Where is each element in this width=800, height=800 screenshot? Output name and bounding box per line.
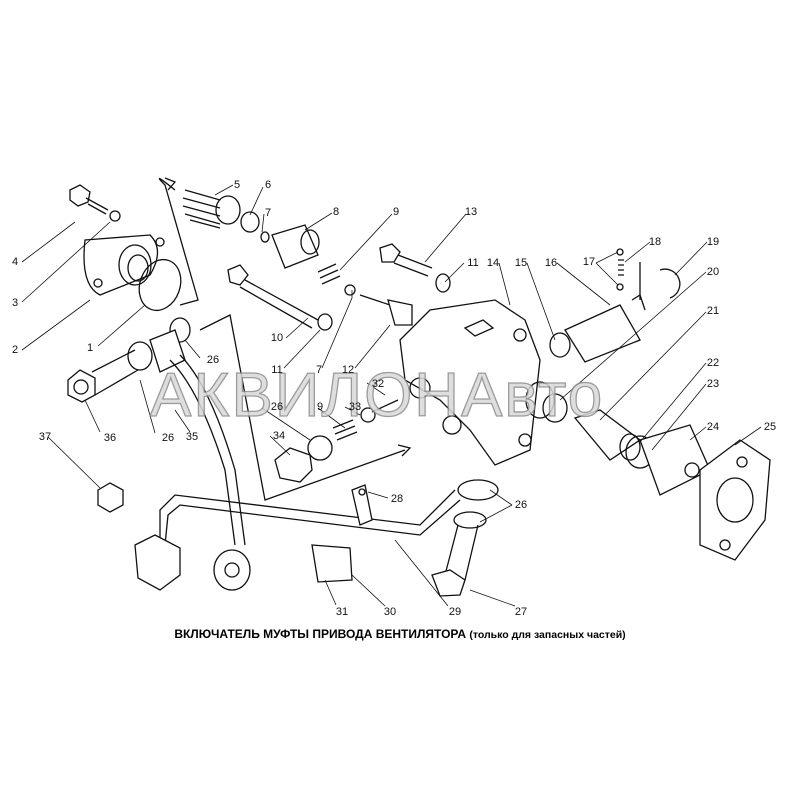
part-27-banjo-bolt	[431, 479, 499, 597]
part-6-washer	[240, 211, 260, 233]
callout-label: 13	[464, 206, 478, 218]
callout-label: 32	[371, 378, 385, 390]
callout-label: 25	[763, 421, 777, 433]
callout-label: 10	[270, 332, 284, 344]
part-10-bolt	[227, 264, 333, 331]
part-37-fitting	[97, 482, 124, 513]
caption-note: (только для запасных частей)	[469, 629, 626, 641]
part-15-ring	[549, 332, 571, 358]
caption-title: ВКЛЮЧАТЕЛЬ МУФТЫ ПРИВОДА ВЕНТИЛЯТОРА	[174, 627, 467, 641]
callout-label: 16	[544, 257, 558, 269]
callout-label: 37	[38, 431, 52, 443]
callout-label: 19	[706, 236, 720, 248]
callout-label: 36	[103, 432, 117, 444]
diagram-caption: ВКЛЮЧАТЕЛЬ МУФТЫ ПРИВОДА ВЕНТИЛЯТОРА (то…	[0, 627, 800, 641]
flow-arrow-long	[199, 314, 406, 501]
part-16-plunger	[564, 262, 646, 363]
part-35-pipe	[169, 354, 246, 546]
part-banjo-lower	[213, 549, 251, 591]
callout-label: 31	[335, 606, 349, 618]
callout-label: 15	[514, 257, 528, 269]
callout-label: 27	[514, 606, 528, 618]
callout-label: 9	[392, 206, 400, 218]
callout-label: 7	[264, 207, 272, 219]
part-28-clip	[351, 484, 373, 526]
callout-label: 21	[706, 305, 720, 317]
part-8-sleeve	[271, 224, 320, 269]
callout-label: 29	[448, 606, 462, 618]
part-20-ring	[542, 393, 568, 423]
callout-label: 26	[514, 499, 528, 511]
callout-label: 8	[332, 206, 340, 218]
callout-label: 34	[272, 430, 286, 442]
part-5-spring	[182, 189, 241, 229]
callout-label: 26	[161, 432, 175, 444]
callout-label: 30	[383, 606, 397, 618]
callout-label: 1	[86, 342, 94, 354]
flow-arrow-long-head	[397, 444, 412, 457]
part-2-flange	[83, 234, 165, 296]
part-33-screw	[360, 399, 399, 423]
callout-label: 11	[467, 257, 479, 269]
part-7-washer	[344, 284, 356, 296]
callout-label: 14	[486, 257, 500, 269]
callout-label: 33	[348, 401, 362, 413]
part-13-bolt	[379, 243, 451, 293]
part-1-o-ring	[138, 258, 182, 312]
part-4-bolt	[69, 184, 121, 222]
callout-label: 6	[264, 179, 272, 191]
part-30-clamp	[311, 544, 353, 583]
callout-label: 12	[341, 364, 355, 376]
part-29-pipe	[159, 489, 461, 546]
callout-label: 17	[582, 256, 596, 268]
callout-label: 7	[315, 364, 323, 376]
part-26-banjo-fitting	[127, 317, 191, 373]
part-17-ball-2	[616, 283, 624, 291]
part-22-ring	[619, 433, 641, 461]
callout-label: 9	[316, 401, 324, 413]
part-12-valve	[359, 294, 413, 326]
callout-label: 28	[390, 493, 404, 505]
callout-label: 23	[706, 378, 720, 390]
callout-label: 24	[706, 421, 720, 433]
part-14-housing	[399, 299, 555, 466]
flow-arrow-top	[158, 178, 199, 306]
part-9-spring-lower	[332, 419, 358, 441]
part-25-gasket	[699, 439, 771, 561]
callout-label: 26	[206, 354, 220, 366]
callout-label: 2	[11, 344, 19, 356]
callout-label: 35	[185, 431, 199, 443]
part-17-ball	[616, 248, 624, 256]
part-19-circlip	[659, 268, 681, 299]
callout-label: 3	[11, 297, 19, 309]
callout-label: 5	[233, 179, 241, 191]
callout-label: 22	[706, 357, 720, 369]
leader-lines	[21, 184, 762, 607]
flow-arrow-top-head	[164, 177, 177, 191]
watermark: АКВИЛОНАвто	[149, 360, 605, 430]
callout-label: 11	[271, 364, 283, 376]
part-34-plug	[274, 435, 333, 483]
part-18-spring	[618, 259, 624, 276]
part-31-nut	[134, 534, 181, 591]
part-9-spring	[317, 263, 341, 285]
part-7-ring	[260, 231, 270, 243]
callout-label: 18	[648, 236, 662, 248]
callout-label: 26	[270, 401, 284, 413]
callout-label: 4	[11, 256, 19, 268]
callout-label: 20	[706, 266, 720, 278]
